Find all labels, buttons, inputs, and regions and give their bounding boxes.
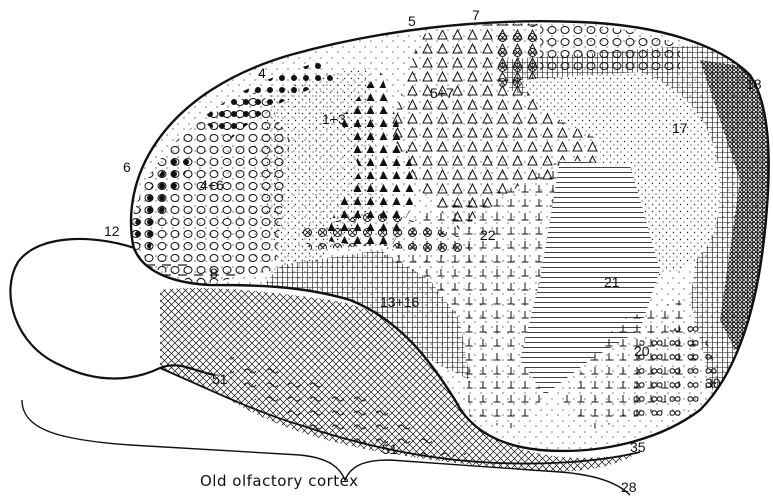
area-label-4: 4 bbox=[258, 65, 266, 81]
area-label-4-plus-6: 4+6 bbox=[200, 177, 224, 193]
area-label-20: 20 bbox=[634, 343, 650, 359]
area-label-13-plus-16: 13+16 bbox=[380, 294, 420, 310]
area-label-1-plus-3: 1+3 bbox=[322, 111, 346, 127]
area-label-17: 17 bbox=[672, 120, 688, 136]
area-label-5: 5 bbox=[408, 13, 416, 29]
area-label-51-upper: 51 bbox=[212, 371, 228, 387]
area-label-22: 22 bbox=[480, 227, 496, 243]
area-label-30: 30 bbox=[705, 375, 721, 391]
area-label-6: 6 bbox=[123, 159, 131, 175]
area-label-35: 35 bbox=[630, 439, 646, 455]
area-label-28: 28 bbox=[621, 479, 637, 495]
area-label-8: 8 bbox=[210, 265, 218, 281]
area-label-12: 12 bbox=[104, 223, 120, 239]
area-label-7: 7 bbox=[472, 7, 480, 23]
area-label-18: 18 bbox=[746, 76, 762, 92]
figure-caption: Old olfactory cortex bbox=[200, 472, 359, 490]
area-label-51-lower: 51 bbox=[382, 441, 398, 457]
area-label-21: 21 bbox=[604, 274, 620, 290]
area-label-5-plus-7: 5+7 bbox=[430, 85, 454, 101]
